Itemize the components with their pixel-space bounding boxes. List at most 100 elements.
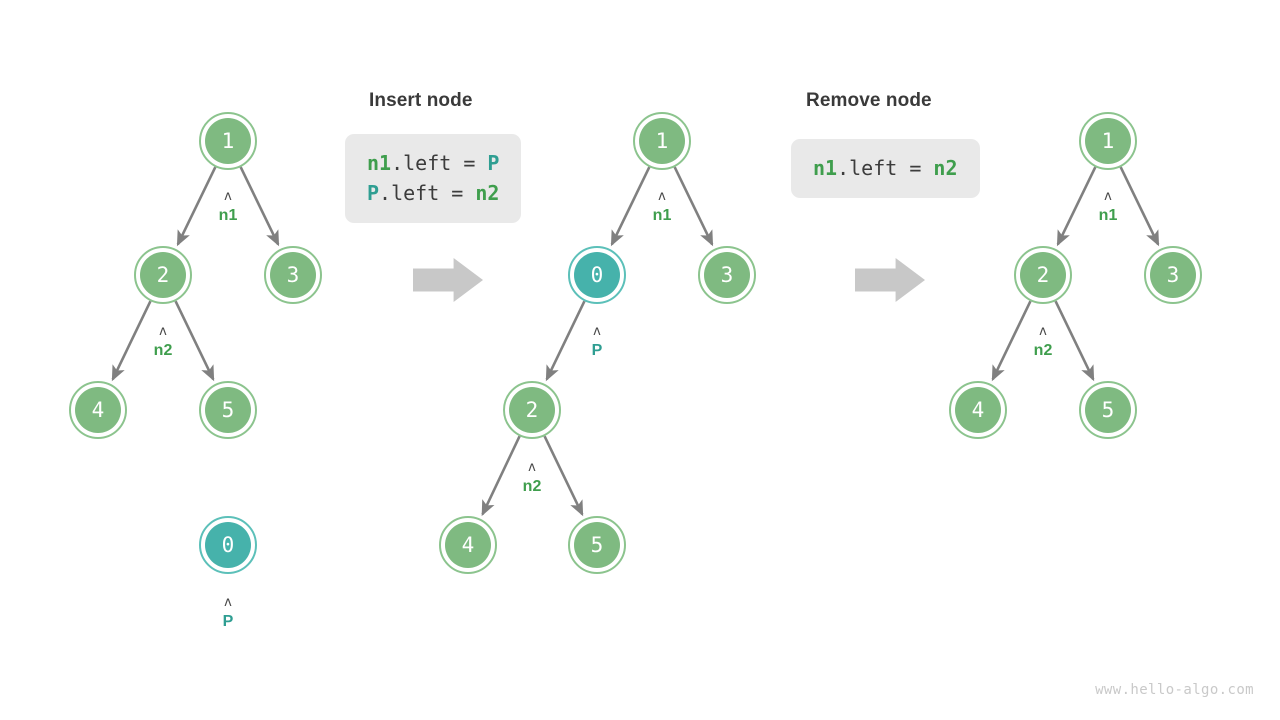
tree-node-5[interactable]	[1079, 381, 1137, 439]
tree-node-1[interactable]	[1079, 112, 1137, 170]
node-disc	[509, 387, 555, 433]
node-disc	[1020, 252, 1066, 298]
tree-node-4[interactable]	[949, 381, 1007, 439]
node-value-4: 4	[461, 533, 475, 557]
tree-node-0[interactable]	[199, 516, 257, 574]
reference-label-n1: n1	[1098, 207, 1118, 224]
tree-nodes	[69, 112, 1202, 574]
code-line: n1.left = n2	[813, 153, 958, 183]
node-disc	[445, 522, 491, 568]
step-arrow-icon	[855, 258, 925, 302]
tree-node-3[interactable]	[698, 246, 756, 304]
reference-label-n2: n2	[1033, 342, 1053, 359]
pointer-caret-icon: ʌ	[224, 595, 232, 610]
node-value-3: 3	[1166, 263, 1180, 287]
tree-node-3[interactable]	[264, 246, 322, 304]
node-value-5: 5	[590, 533, 604, 557]
code-token: .left =	[837, 156, 934, 180]
watermark: www.hello-algo.com	[1095, 682, 1254, 698]
tree-node-1[interactable]	[633, 112, 691, 170]
code-line: n1.left = P	[367, 148, 499, 178]
node-outer-ring	[698, 246, 756, 304]
tree-node-4[interactable]	[69, 381, 127, 439]
code-token: .left =	[391, 151, 488, 175]
node-value-4: 4	[91, 398, 105, 422]
node-value-2: 2	[525, 398, 539, 422]
node-value-4: 4	[971, 398, 985, 422]
node-outer-ring	[199, 381, 257, 439]
panel-title-insert: Insert node	[369, 90, 473, 111]
tree-edge	[174, 300, 215, 382]
node-outer-ring	[199, 516, 257, 574]
tree-edges	[111, 166, 1160, 517]
step-arrow-icon	[413, 258, 483, 302]
code-token: n2	[475, 181, 500, 205]
code-token: P	[487, 151, 500, 175]
node-value-3: 3	[720, 263, 734, 287]
tree-edge	[991, 300, 1032, 382]
reference-label-n1: n1	[218, 207, 238, 224]
pointer-caret-icon: ʌ	[658, 189, 666, 204]
node-disc	[574, 252, 620, 298]
tree-node-4[interactable]	[439, 516, 497, 574]
pointer-caret-icon: ʌ	[593, 324, 601, 339]
step-arrows	[413, 258, 925, 302]
node-value-0: 0	[221, 533, 235, 557]
node-outer-ring	[1014, 246, 1072, 304]
pointer-caret-icon: ʌ	[224, 189, 232, 204]
node-disc	[1085, 118, 1131, 164]
code-token: P	[367, 181, 380, 205]
node-outer-ring	[1079, 112, 1137, 170]
node-outer-ring	[134, 246, 192, 304]
node-outer-ring	[439, 516, 497, 574]
code-box-remove: n1.left = n2	[791, 139, 980, 198]
code-token: n1	[813, 156, 838, 180]
node-disc	[704, 252, 750, 298]
tree-edge	[481, 435, 521, 517]
node-outer-ring	[1079, 381, 1137, 439]
tree-edge	[673, 166, 714, 247]
reference-label-P: P	[222, 613, 234, 630]
tree-edge	[543, 435, 584, 517]
pointer-caret-icon: ʌ	[1039, 324, 1047, 339]
node-disc	[270, 252, 316, 298]
node-disc	[75, 387, 121, 433]
tree-edge	[610, 166, 651, 247]
panel-title-remove: Remove node	[806, 90, 932, 111]
tree-edge	[176, 166, 217, 247]
tree-edge	[111, 300, 152, 382]
node-outer-ring	[568, 246, 626, 304]
node-outer-ring	[568, 516, 626, 574]
node-value-1: 1	[221, 129, 235, 153]
tree-node-2[interactable]	[1014, 246, 1072, 304]
reference-label-n1: n1	[652, 207, 672, 224]
tree-node-0[interactable]	[568, 246, 626, 304]
node-outer-ring	[69, 381, 127, 439]
tree-edge	[239, 166, 280, 247]
node-outer-ring	[1144, 246, 1202, 304]
tree-node-2[interactable]	[503, 381, 561, 439]
node-disc	[205, 387, 251, 433]
tree-node-3[interactable]	[1144, 246, 1202, 304]
tree-node-5[interactable]	[199, 381, 257, 439]
tree-node-2[interactable]	[134, 246, 192, 304]
node-outer-ring	[949, 381, 1007, 439]
node-value-0: 0	[590, 263, 604, 287]
pointer-caret-icon: ʌ	[1104, 189, 1112, 204]
tree-node-1[interactable]	[199, 112, 257, 170]
code-line: P.left = n2	[367, 178, 499, 208]
node-value-1: 1	[1101, 129, 1115, 153]
node-value-2: 2	[156, 263, 170, 287]
node-disc	[140, 252, 186, 298]
code-token: .left =	[379, 181, 476, 205]
reference-label-n2: n2	[522, 478, 542, 495]
node-outer-ring	[503, 381, 561, 439]
node-disc	[1085, 387, 1131, 433]
tree-node-5[interactable]	[568, 516, 626, 574]
node-disc	[1150, 252, 1196, 298]
code-token: n2	[933, 156, 958, 180]
pointer-caret-icon: ʌ	[528, 460, 536, 475]
